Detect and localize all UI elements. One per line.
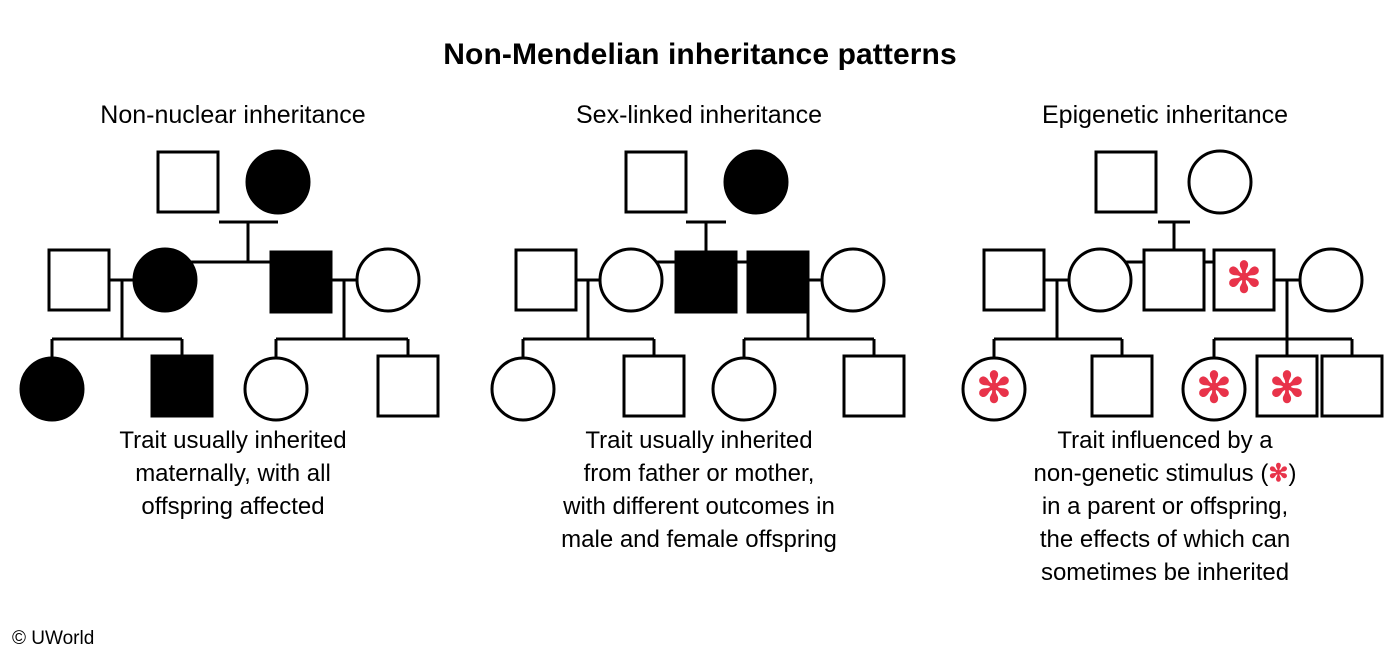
panel-heading-sex-linked: Sex-linked inheritance — [576, 101, 822, 129]
individual-g2-female-unaffected[interactable] — [598, 247, 664, 313]
individual-g3-male-affected-1[interactable] — [150, 354, 214, 418]
panel-sex-linked: Sex-linked inheritance — [466, 100, 932, 556]
individual-g1-male-unaffected[interactable] — [1094, 150, 1158, 214]
individual-g3-female-affected-1[interactable] — [19, 356, 85, 422]
individual-g2-male-affected-1[interactable] — [674, 250, 738, 314]
individual-g2-male-marked[interactable] — [1212, 248, 1276, 312]
individual-g3-male-unaffected-2[interactable] — [842, 354, 906, 418]
panel-epigenetic: Epigenetic inheritance — [932, 100, 1398, 589]
individual-g2-female-spouse-unaffected[interactable] — [1298, 247, 1364, 313]
pedigree-svg-epigenetic: ✻ ✻ ✻ ✻ — [961, 149, 1384, 422]
panel-non-nuclear: Non-nuclear inheritance — [0, 100, 466, 523]
asterisk-marker-icon-g2: ✻ — [1226, 254, 1261, 301]
individual-g3-female-marked-1[interactable] — [961, 356, 1027, 422]
individual-g3-female-unaffected-1[interactable] — [243, 356, 309, 422]
individual-g2-female-spouse-unaffected[interactable] — [820, 247, 886, 313]
panel-caption-sex-linked: Trait usually inherited from father or m… — [561, 427, 837, 553]
panel-heading-epigenetic: Epigenetic inheritance — [1042, 101, 1288, 129]
pedigree-chart-non-nuclear — [0, 134, 466, 424]
individual-g3-male-marked[interactable] — [1255, 354, 1319, 418]
individual-g3-male-unaffected-1[interactable] — [1090, 354, 1154, 418]
individual-g2-female-unaffected[interactable] — [1067, 247, 1133, 313]
caption-line-1: Trait influenced by a — [1057, 427, 1273, 454]
pedigree-chart-sex-linked — [466, 134, 932, 424]
individual-g1-female-unaffected[interactable] — [1187, 149, 1253, 215]
individual-g3-male-unaffected-1[interactable] — [376, 354, 440, 418]
individual-g3-male-unaffected-1[interactable] — [622, 354, 686, 418]
individual-g2-male-affected-2[interactable] — [746, 250, 810, 314]
individual-g2-female-affected[interactable] — [132, 247, 198, 313]
individual-g1-female-affected[interactable] — [723, 149, 789, 215]
asterisk-marker-icon-g3-3: ✻ — [1269, 364, 1304, 411]
individual-g2-male-spouse-unaffected[interactable] — [47, 248, 111, 312]
caption-line-2-before: non-genetic stimulus ( — [1033, 460, 1269, 487]
caption-line-3: in a parent or offspring, — [1041, 493, 1289, 520]
pedigree-svg-sex-linked — [490, 149, 906, 422]
individual-g3-female-unaffected-2[interactable] — [711, 356, 777, 422]
individual-g2-male-spouse-unaffected[interactable] — [982, 248, 1046, 312]
individual-g2-male-spouse-unaffected[interactable] — [514, 248, 578, 312]
individual-g1-male-unaffected[interactable] — [624, 150, 688, 214]
asterisk-marker-icon-g3-2: ✻ — [1196, 364, 1231, 411]
copyright-notice: © UWorld — [12, 628, 95, 649]
caption-line-4: the effects of which can — [1039, 526, 1291, 553]
individual-g2-male-affected[interactable] — [269, 250, 333, 314]
individual-g3-male-unaffected-2[interactable] — [1320, 354, 1384, 418]
individual-g3-female-marked-2[interactable] — [1181, 356, 1247, 422]
individual-g1-female-affected[interactable] — [245, 149, 311, 215]
panel-caption-epigenetic: Trait influenced by a non-genetic stimul… — [932, 424, 1398, 589]
asterisk-marker-icon-g3-1: ✻ — [976, 364, 1011, 411]
caption-line-2-after: ) — [1288, 460, 1297, 487]
panel-caption-non-nuclear: Trait usually inherited maternally, with… — [119, 427, 347, 520]
caption-line-5: sometimes be inherited — [1040, 559, 1290, 586]
asterisk-marker-icon-inline: ✻ — [1268, 460, 1289, 487]
pedigree-svg-non-nuclear — [19, 149, 440, 422]
individual-g1-male-unaffected[interactable] — [156, 150, 220, 214]
individual-g3-female-unaffected-1[interactable] — [490, 356, 556, 422]
pedigree-chart-epigenetic: ✻ ✻ ✻ ✻ — [932, 134, 1398, 424]
individual-g2-male-unaffected[interactable] — [1142, 248, 1206, 312]
page-title: Non-Mendelian inheritance patterns — [443, 38, 957, 71]
panel-heading-non-nuclear: Non-nuclear inheritance — [100, 101, 366, 129]
individual-g2-female-spouse-unaffected[interactable] — [355, 247, 421, 313]
